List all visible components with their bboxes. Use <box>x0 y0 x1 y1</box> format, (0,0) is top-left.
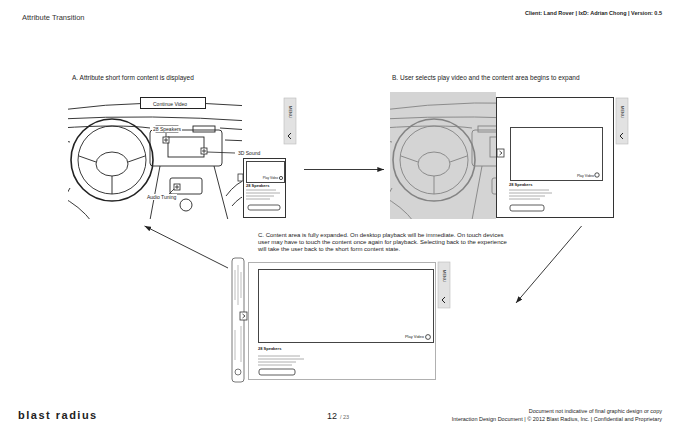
leader-line <box>166 133 235 195</box>
video-box: Play Video <box>246 161 285 183</box>
transition-arrow <box>516 226 582 303</box>
footer-note: Document not indicative of final graphic… <box>529 408 662 415</box>
content-text: 28 Speakers <box>246 184 269 189</box>
page-count: / 23 <box>340 414 349 421</box>
chevron <box>500 151 503 155</box>
button-outline <box>248 205 280 210</box>
car-interior-dimmed <box>390 103 496 219</box>
menu-tabs <box>284 98 628 308</box>
chevron <box>243 314 246 318</box>
transition-arrow <box>145 226 228 268</box>
play-icon <box>279 176 282 179</box>
video-box: Play Video <box>258 269 434 343</box>
menu-tab: MENU <box>284 98 296 144</box>
content-text: Play Video <box>577 174 594 178</box>
content-text: Play Video <box>405 335 424 340</box>
body-copy-lines <box>258 356 304 365</box>
footer-note: Interaction Design Document | © 2012 Bla… <box>452 416 662 423</box>
logo: blast radius <box>18 409 98 422</box>
body-copy-lines <box>246 190 280 199</box>
button-outline <box>259 369 295 375</box>
menu-label: MENU <box>288 106 293 118</box>
content-text: Play Video <box>263 177 278 181</box>
collapsed-strip <box>232 258 247 382</box>
callout-label: 3D Sound <box>237 150 261 156</box>
menu-tab: MENU <box>616 98 628 144</box>
content-text: Continue Video <box>153 101 187 107</box>
page-number: 12 <box>327 411 337 422</box>
content-area: Play Video 28 Speakers <box>248 262 436 380</box>
hotspots <box>163 133 235 195</box>
content-text: 28 Speakers <box>509 183 532 188</box>
state-caption: A. Attribute short form content is displ… <box>72 74 194 82</box>
transition-arrow <box>304 169 384 170</box>
page-title: Attribute Transition <box>22 13 85 22</box>
state-panel: MENU Play Video 28 Speakers C. Content area… <box>232 230 512 382</box>
back-chevron <box>288 133 623 303</box>
content-text: 28 Speakers <box>258 347 281 352</box>
state-caption: B. User selects play video and the conte… <box>392 74 580 82</box>
menu-tab <box>616 98 628 144</box>
state-caption: C. Content area is fully expanded. On de… <box>258 232 514 254</box>
state-panel: MENU Play Video 28 Speakers B. User selects… <box>388 72 630 222</box>
menu-label: MENU <box>620 106 625 118</box>
menu-label: MENU <box>442 270 447 282</box>
menu-tab <box>438 262 450 308</box>
menu-tab <box>284 98 296 144</box>
continue-button: Continue Video <box>140 97 206 109</box>
plus-sign <box>164 138 206 189</box>
callout-label: Audio Tuning <box>146 194 177 200</box>
panel-a-drawing <box>68 103 242 219</box>
callout-label: 28 Speakers <box>152 126 182 132</box>
content-card: Play Video 28 Speakers <box>496 97 614 218</box>
panel-b-drawing <box>390 92 496 219</box>
car-interior <box>68 103 242 219</box>
menu-tab: MENU <box>438 262 450 308</box>
state-panel: Continue VideoMENUPlay Video28 SpeakersA… <box>68 72 300 222</box>
header-meta: Client: Land Rover | IxD: Adrian Chong |… <box>525 10 662 17</box>
strip-dot <box>235 369 241 375</box>
button-outline <box>510 205 544 211</box>
content-card: Play Video 28 Speakers <box>243 158 286 218</box>
play-icon <box>426 335 431 340</box>
video-box: Play Video <box>510 127 603 181</box>
toggle-button <box>497 149 504 157</box>
toggle-button <box>240 312 247 320</box>
play-icon <box>595 173 599 177</box>
card-details <box>199 101 600 376</box>
body-copy-lines <box>509 190 552 199</box>
